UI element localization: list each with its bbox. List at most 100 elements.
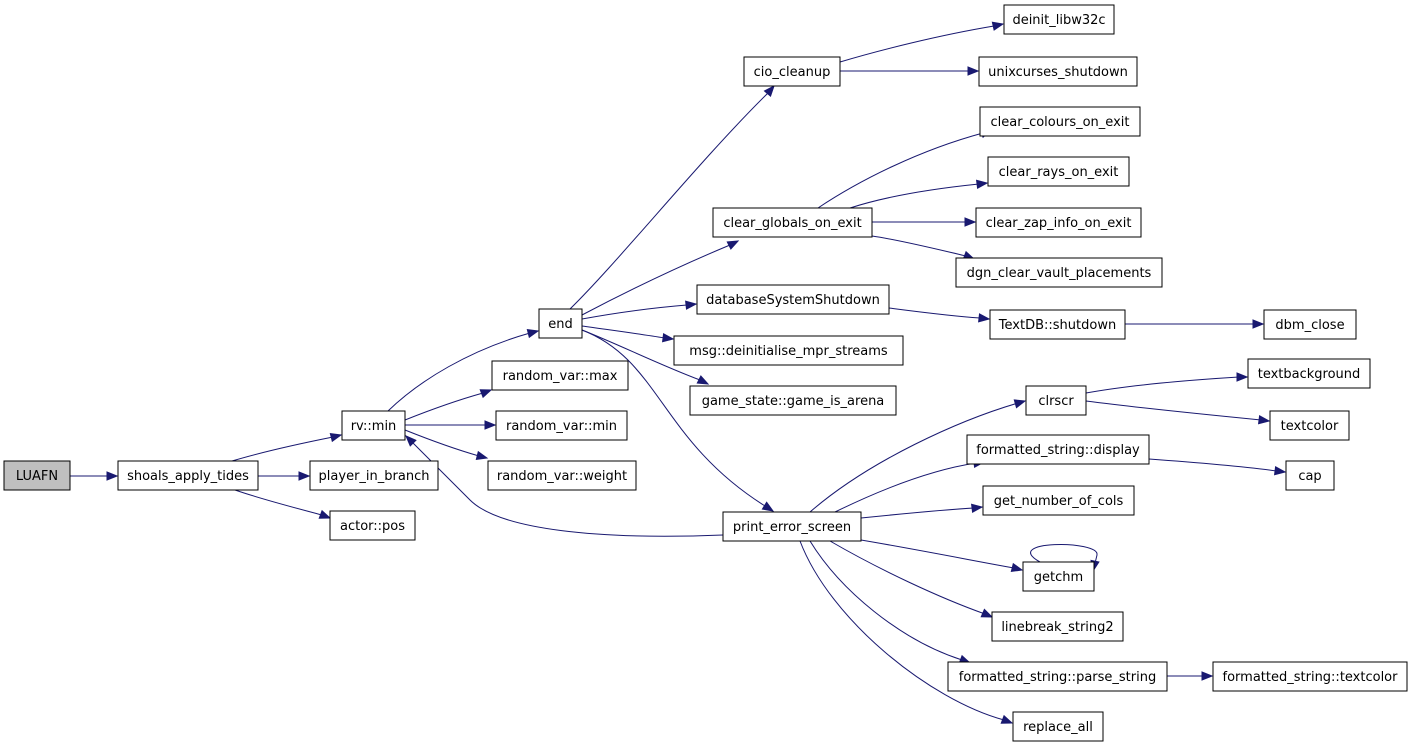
edge-arrowhead	[1013, 399, 1027, 409]
node-replace-all[interactable]: replace_all	[1012, 711, 1104, 742]
edge-line	[809, 402, 1019, 513]
edge-print_error_screen-to-getchm	[860, 539, 1024, 573]
edge-line	[231, 436, 334, 462]
node-label: random_var::weight	[497, 469, 627, 484]
node-cio-cleanup[interactable]: cio_cleanup	[743, 56, 841, 87]
edge-arrowhead	[980, 608, 994, 618]
node-label: unixcurses_shutdown	[988, 65, 1128, 80]
node-random-var-min[interactable]: random_var::min	[495, 410, 628, 441]
edge-line	[404, 392, 484, 421]
node-msg-deinitialise[interactable]: msg::deinitialise_mpr_streams	[673, 335, 904, 366]
node-label: formatted_string::parse_string	[959, 670, 1156, 685]
edge-end-to-print_error_screen	[581, 329, 775, 512]
edge-line	[387, 332, 531, 412]
edge-arrowhead	[484, 420, 497, 430]
node-box	[491, 360, 629, 391]
node-databaseSystemShutdown[interactable]: databaseSystemShutdown	[696, 284, 890, 315]
edge-line	[569, 92, 769, 310]
edge-clrscr-to-textbackground	[1085, 372, 1249, 394]
node-fs-textcolor[interactable]: formatted_string::textcolor	[1212, 661, 1408, 692]
edge-cio_cleanup-to-deinit_libw32c	[839, 21, 1005, 63]
node-fs-parse-string[interactable]: formatted_string::parse_string	[947, 661, 1168, 692]
edge-arrowhead	[1010, 562, 1024, 573]
node-random-var-weight[interactable]: random_var::weight	[487, 460, 637, 491]
edge-arrowhead	[967, 66, 980, 76]
edge-line	[581, 304, 688, 320]
edge-arrowhead	[526, 328, 540, 339]
edge-line	[871, 235, 967, 257]
node-print-error-screen[interactable]: print_error_screen	[722, 511, 862, 542]
node-textcolor[interactable]: textcolor	[1269, 410, 1350, 441]
graph-edges	[70, 21, 1287, 724]
node-fs-display[interactable]: formatted_string::display	[966, 434, 1150, 465]
edge-end-to-msg_deinitialise	[581, 325, 675, 343]
node-box	[712, 207, 873, 238]
node-clrscr[interactable]: clrscr	[1025, 385, 1087, 416]
edge-arrowhead	[479, 389, 493, 399]
node-unixcurses-shutdown[interactable]: unixcurses_shutdown	[978, 56, 1138, 87]
node-luafn[interactable]: LUAFN	[3, 460, 71, 491]
edge-clear_globals_on_exit-to-clear_rays_on_exit	[849, 179, 989, 209]
node-label: end	[548, 317, 573, 332]
edge-arrowhead	[1257, 414, 1271, 425]
node-label: textcolor	[1281, 419, 1339, 434]
edge-arrowhead	[970, 503, 984, 514]
node-cap[interactable]: cap	[1285, 460, 1335, 491]
node-clear-colours-on-exit[interactable]: clear_colours_on_exit	[979, 106, 1141, 137]
node-linebreak-string2[interactable]: linebreak_string2	[991, 611, 1124, 642]
node-label: dbm_close	[1275, 318, 1344, 333]
edge-fs_display-to-cap	[1148, 458, 1287, 476]
node-label: formatted_string::textcolor	[1223, 670, 1399, 685]
node-box	[987, 156, 1130, 187]
edge-line	[834, 462, 977, 513]
edge-luafn-to-shoals_apply_tides	[70, 471, 119, 481]
node-label: get_number_of_cols	[994, 494, 1124, 509]
node-player-in-branch[interactable]: player_in_branch	[309, 460, 439, 491]
node-box	[487, 460, 637, 491]
edge-shoals_apply_tides-to-player_in_branch	[258, 471, 311, 481]
edge-line	[581, 244, 731, 316]
node-textdb-shutdown[interactable]: TextDB::shutdown	[989, 309, 1126, 340]
node-box	[1212, 661, 1408, 692]
node-label: actor::pos	[340, 519, 405, 534]
node-label: replace_all	[1023, 720, 1093, 735]
edge-line	[1148, 458, 1278, 472]
node-box	[696, 284, 890, 315]
edge-arrowhead	[964, 217, 977, 227]
node-box	[955, 257, 1163, 288]
node-box	[1247, 358, 1371, 389]
node-label: linebreak_string2	[1001, 620, 1113, 635]
edge-arrowhead	[1273, 465, 1287, 476]
node-textbackground[interactable]: textbackground	[1247, 358, 1371, 389]
node-game-is-arena[interactable]: game_state::game_is_arena	[689, 385, 897, 416]
node-dbm-close[interactable]: dbm_close	[1263, 309, 1357, 340]
node-shoals-apply-tides[interactable]: shoals_apply_tides	[117, 460, 259, 491]
edge-arrowhead	[726, 240, 740, 250]
node-label: clear_globals_on_exit	[723, 216, 861, 231]
edge-arrowhead	[106, 471, 119, 481]
node-random-var-max[interactable]: random_var::max	[491, 360, 629, 391]
node-label: clear_colours_on_exit	[991, 115, 1130, 130]
edge-line	[817, 132, 984, 209]
edge-textdb_shutdown-to-dbm_close	[1125, 319, 1265, 329]
edge-print_error_screen-to-replace_all	[799, 540, 1014, 724]
node-end[interactable]: end	[538, 308, 583, 339]
node-box	[743, 56, 841, 87]
node-getchm[interactable]: getchm	[1022, 561, 1095, 592]
node-deinit-libw32c[interactable]: deinit_libw32c	[1003, 4, 1115, 35]
node-actor-pos[interactable]: actor::pos	[329, 510, 416, 541]
edge-print_error_screen-to-clrscr	[809, 399, 1027, 513]
edge-databaseSystemShutdown-to-textdb_shutdown	[888, 307, 991, 323]
edge-arrowhead	[685, 300, 698, 310]
node-label: rv::min	[351, 419, 397, 434]
node-label: clear_zap_info_on_exit	[986, 216, 1132, 231]
node-box	[982, 485, 1135, 516]
node-get-number-of-cols[interactable]: get_number_of_cols	[982, 485, 1135, 516]
node-clear-rays-on-exit[interactable]: clear_rays_on_exit	[987, 156, 1130, 187]
edge-clear_globals_on_exit-to-clear_zap_info_on_exit	[872, 217, 977, 227]
node-dgn-clear-vault-placements[interactable]: dgn_clear_vault_placements	[955, 257, 1163, 288]
node-clear-zap-info-on-exit[interactable]: clear_zap_info_on_exit	[975, 207, 1142, 238]
node-clear-globals-on-exit[interactable]: clear_globals_on_exit	[712, 207, 873, 238]
node-rv-min[interactable]: rv::min	[341, 410, 406, 441]
edge-cio_cleanup-to-unixcurses_shutdown	[840, 66, 980, 76]
